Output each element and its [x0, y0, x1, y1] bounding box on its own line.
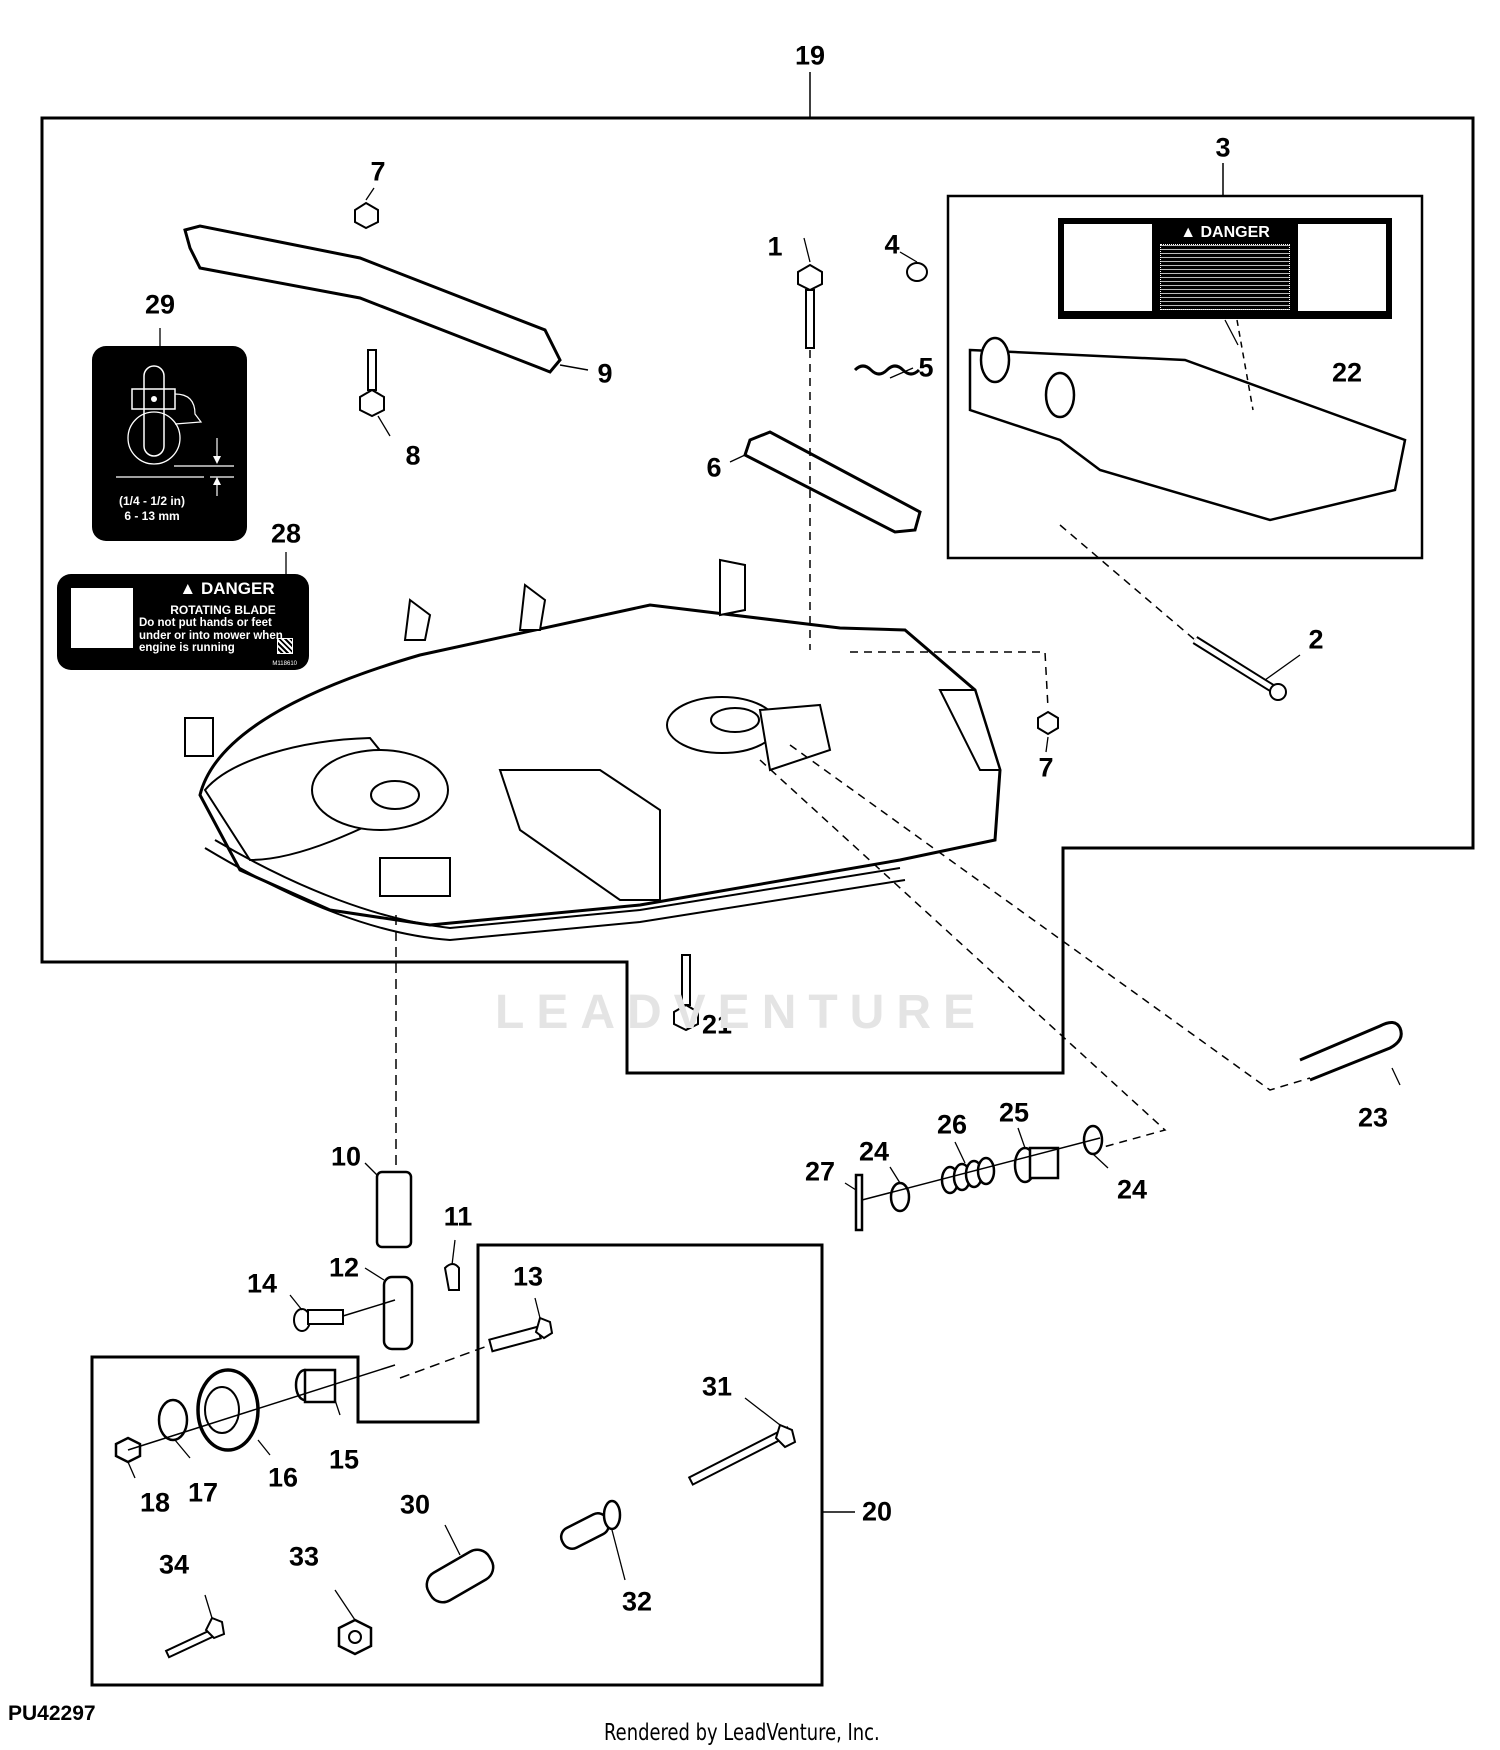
part-17-washer[interactable]	[157, 1398, 189, 1442]
part-11-clip[interactable]	[443, 1263, 460, 1291]
part-3-hinges	[979, 336, 1076, 419]
part-6-bracket[interactable]	[743, 430, 922, 534]
spring-assembly[interactable]	[854, 1124, 1104, 1232]
callout-31[interactable]: 31	[701, 1371, 733, 1402]
callout-34[interactable]: 34	[158, 1549, 190, 1580]
callout-18[interactable]: 18	[139, 1487, 171, 1518]
part-32-pin[interactable]	[558, 1499, 622, 1552]
callout-14[interactable]: 14	[246, 1268, 278, 1299]
part-4-nut[interactable]	[906, 262, 928, 282]
hand-blade-pictogram-icon	[1064, 224, 1152, 311]
decal-22-fine-print	[1160, 244, 1290, 310]
callout-9[interactable]: 9	[597, 358, 613, 389]
render-credit: Rendered by LeadVenture, Inc.	[604, 1720, 880, 1746]
callout-19[interactable]: 19	[794, 40, 826, 71]
decal-29-height-label: (1/4 - 1/2 in) 6 - 13 mm	[92, 346, 247, 541]
leader-lines	[127, 187, 1401, 1621]
part-7-nut-right[interactable]	[1037, 710, 1059, 736]
decal-28-header-text: DANGER	[200, 579, 275, 598]
callout-21[interactable]: 21	[701, 1009, 733, 1040]
callout-33[interactable]: 33	[288, 1541, 320, 1572]
callout-1[interactable]: 1	[767, 231, 783, 262]
callout-2[interactable]: 2	[1308, 624, 1324, 655]
callout-28[interactable]: 28	[270, 518, 302, 549]
dashed-axis-2	[1059, 524, 1196, 641]
dashed-arrow-22	[1236, 319, 1254, 411]
callout-30[interactable]: 30	[399, 1489, 431, 1520]
part-1-bolt[interactable]	[797, 263, 823, 349]
callout-7-top[interactable]: 7	[370, 156, 386, 187]
part-3-discharge-chute[interactable]	[968, 348, 1407, 522]
group-19-outline	[40, 116, 1475, 1075]
part-23-u-pin[interactable]	[1299, 1021, 1403, 1082]
part-2-rod[interactable]	[1192, 636, 1287, 701]
decal-29-dim-mm: 6 - 13 mm	[124, 509, 180, 523]
callout-24-left[interactable]: 24	[858, 1136, 890, 1167]
callout-11[interactable]: 11	[443, 1201, 473, 1232]
part-5-spring[interactable]	[853, 364, 921, 376]
group-3-outline	[946, 194, 1424, 560]
callout-4[interactable]: 4	[884, 229, 900, 260]
group-20-outline	[90, 1243, 824, 1687]
part-34-bolt[interactable]	[164, 1616, 226, 1659]
part-8-bolt[interactable]	[359, 349, 385, 418]
callout-5[interactable]: 5	[918, 352, 934, 383]
spring-axis	[861, 1137, 1101, 1201]
part-31-bolt[interactable]	[687, 1423, 797, 1486]
mower-deck[interactable]	[184, 558, 1002, 942]
callout-20[interactable]: 20	[861, 1496, 893, 1527]
decal-28-header: ▲ DANGER	[179, 579, 275, 598]
part-13-bolt[interactable]	[488, 1316, 554, 1353]
part-30-sleeve[interactable]	[422, 1545, 499, 1608]
callout-13[interactable]: 13	[512, 1261, 544, 1292]
callout-32[interactable]: 32	[621, 1586, 653, 1617]
dashed-axis-23	[789, 744, 1311, 1091]
qr-code-icon	[277, 638, 293, 654]
decal-28-danger-label: ▲ DANGER ROTATING BLADE Do not put hands…	[57, 574, 309, 670]
leader-9	[559, 364, 589, 371]
callout-15[interactable]: 15	[328, 1444, 360, 1475]
part-7-nut-top[interactable]	[354, 201, 379, 230]
part-12-bracket[interactable]	[382, 1275, 414, 1351]
gauge-wheel-pictogram	[116, 365, 234, 516]
decal-28-title: ROTATING BLADE	[170, 603, 276, 617]
part-33-nut[interactable]	[337, 1618, 373, 1656]
decal-22-header: ▲ DANGER	[1180, 224, 1270, 241]
callout-10[interactable]: 10	[330, 1141, 362, 1172]
hand-blade-pictogram-icon	[71, 588, 133, 648]
callout-26[interactable]: 26	[936, 1109, 968, 1140]
callout-7-right[interactable]: 7	[1038, 752, 1054, 783]
part-9-baffle[interactable]	[183, 224, 562, 374]
callout-27[interactable]: 27	[804, 1156, 836, 1187]
part-16-wheel[interactable]	[196, 1368, 260, 1452]
figure-id: PU42297	[8, 1702, 96, 1725]
callout-16[interactable]: 16	[267, 1462, 299, 1493]
decal-22-danger-label: ▲ DANGER	[1058, 218, 1392, 319]
dashed-axis-24	[759, 759, 1167, 1149]
callout-6[interactable]: 6	[706, 452, 722, 483]
part-10-bracket[interactable]	[375, 1170, 413, 1249]
callout-22[interactable]: 22	[1331, 357, 1363, 388]
callout-3[interactable]: 3	[1215, 132, 1231, 163]
decal-28-body: Do not put hands or feet under or into m…	[139, 617, 283, 654]
decal-29-dim-inches: (1/4 - 1/2 in)	[118, 494, 186, 508]
decal-22-header-text: DANGER	[1200, 224, 1270, 241]
thrown-object-pictogram-icon	[1298, 224, 1386, 311]
wheel-axis	[127, 1364, 396, 1451]
callout-12[interactable]: 12	[328, 1252, 360, 1283]
part-14-bolt[interactable]	[293, 1308, 344, 1332]
watermark: LEADVENTURE	[495, 986, 988, 1039]
decal-28-code: M118610	[272, 661, 297, 667]
axis-14	[342, 1299, 396, 1317]
callout-8[interactable]: 8	[405, 440, 421, 471]
callout-24-right[interactable]: 24	[1116, 1174, 1148, 1205]
callout-25[interactable]: 25	[998, 1097, 1030, 1128]
callout-17[interactable]: 17	[187, 1477, 219, 1508]
callout-29[interactable]: 29	[144, 289, 176, 320]
callout-23[interactable]: 23	[1357, 1102, 1389, 1133]
